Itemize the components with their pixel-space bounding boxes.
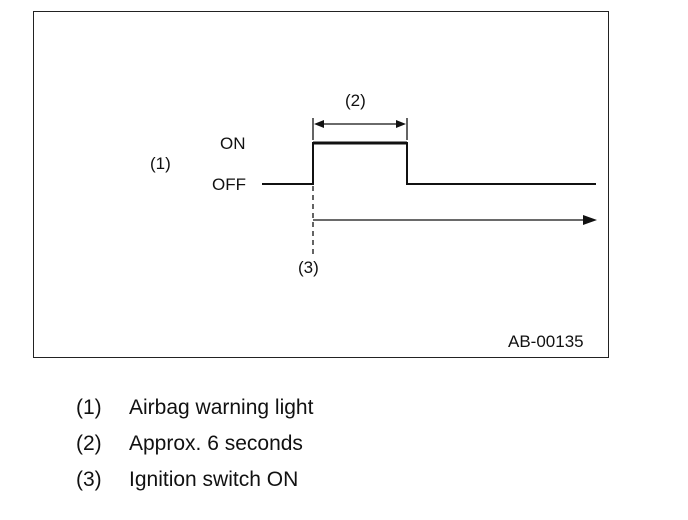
duration-arrowhead-right bbox=[396, 120, 406, 128]
state-on-label: ON bbox=[220, 134, 246, 153]
time-axis-arrowhead bbox=[583, 215, 597, 225]
duration-label: (2) bbox=[345, 91, 366, 110]
legend-text: Airbag warning light bbox=[129, 396, 314, 419]
state-off-label: OFF bbox=[212, 175, 246, 194]
diagram-frame bbox=[33, 11, 609, 358]
signal-waveform bbox=[262, 142, 596, 185]
legend-number: (3) bbox=[76, 468, 102, 491]
trigger-label: (3) bbox=[298, 258, 319, 277]
legend-number: (2) bbox=[76, 432, 102, 455]
signal-label: (1) bbox=[150, 154, 171, 173]
duration-arrowhead-left bbox=[314, 120, 324, 128]
legend-number: (1) bbox=[76, 396, 102, 419]
legend-text: Ignition switch ON bbox=[129, 468, 299, 491]
figure-id: AB-00135 bbox=[508, 332, 584, 351]
legend-text: Approx. 6 seconds bbox=[129, 432, 303, 455]
